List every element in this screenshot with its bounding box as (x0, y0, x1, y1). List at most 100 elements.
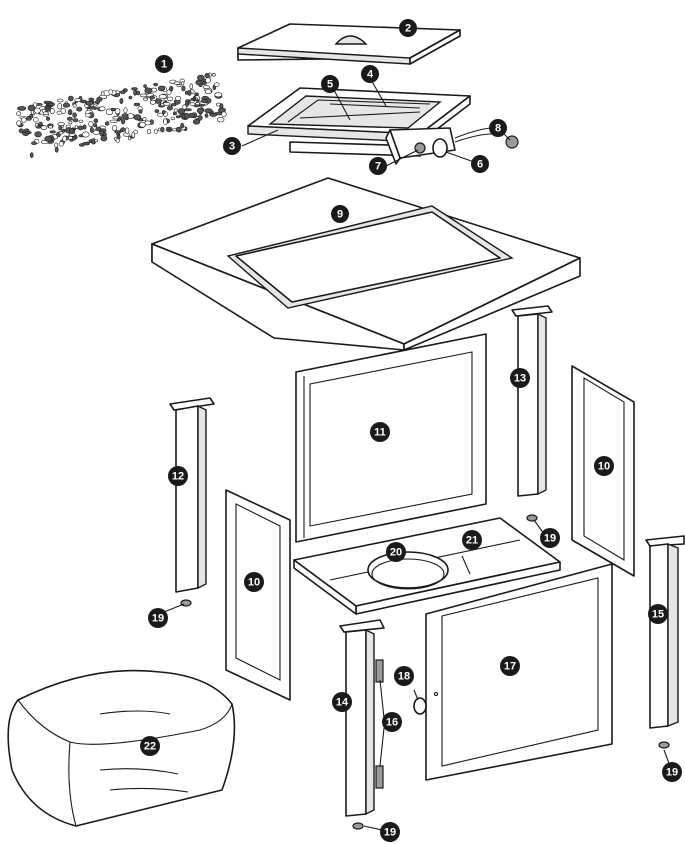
rock (81, 131, 90, 138)
rock (214, 92, 223, 98)
callout-circle (394, 666, 414, 686)
rock (119, 98, 124, 105)
side-panel-left (225, 489, 291, 701)
rock (109, 119, 118, 123)
rock (194, 92, 199, 97)
rock (88, 121, 94, 128)
rock (99, 130, 105, 137)
callout-label: 8 (495, 123, 501, 135)
callout-label: 6 (477, 159, 483, 171)
rock (187, 89, 192, 96)
rock (68, 95, 74, 102)
rock (133, 102, 141, 107)
hinges (375, 659, 385, 789)
callout-circle (594, 456, 614, 476)
rock (204, 108, 213, 114)
rock (216, 102, 221, 107)
callout-label: 15 (652, 609, 664, 621)
rock (58, 125, 63, 131)
rock (170, 116, 176, 121)
callout-1: 1 (155, 55, 173, 73)
callout-label: 7 (375, 161, 381, 173)
callout-11: 11 (370, 422, 390, 442)
rock (114, 130, 122, 134)
rock (202, 85, 210, 89)
callout-19d: 19 (380, 822, 400, 842)
rock (131, 87, 138, 91)
callout-label: 13 (514, 373, 526, 385)
callout-circle (399, 19, 417, 37)
rock (161, 110, 166, 115)
callout-circle (489, 119, 507, 137)
callout-circle (369, 157, 387, 175)
valve-box (385, 127, 519, 165)
rock (149, 95, 155, 100)
leg-front-left (339, 619, 385, 817)
rock (180, 81, 185, 86)
rock (195, 116, 200, 119)
rock (153, 82, 158, 87)
rock (149, 99, 156, 105)
rock (120, 127, 126, 132)
rock (49, 130, 56, 134)
callout-circle (471, 155, 489, 173)
rock (72, 118, 79, 123)
rock (139, 93, 148, 98)
rock (158, 94, 167, 99)
rock (189, 83, 193, 90)
callout-8: 8 (489, 119, 507, 137)
rock (16, 111, 22, 116)
callout-circle (386, 542, 406, 562)
burner-lid (237, 23, 461, 65)
callout-16: 16 (382, 712, 402, 732)
rock (196, 107, 204, 114)
callout-15: 15 (648, 604, 668, 624)
rock (201, 81, 207, 85)
callout-circle (462, 530, 482, 550)
callout-7: 7 (369, 157, 387, 175)
callout-3: 3 (223, 137, 241, 155)
rock (133, 114, 142, 121)
callout-4: 4 (361, 65, 379, 83)
rock (177, 108, 186, 115)
callout-circle (648, 604, 668, 624)
rock (216, 116, 225, 123)
callout-19b: 19 (540, 528, 560, 548)
rock (147, 129, 152, 135)
rock (16, 120, 22, 126)
rock (214, 82, 220, 87)
rock (123, 107, 128, 114)
rock (154, 109, 160, 113)
callout-label: 5 (327, 79, 333, 91)
callout-circle (332, 692, 352, 712)
leader-lines (163, 77, 671, 831)
rock (172, 111, 177, 116)
rock (85, 101, 94, 106)
rock (18, 128, 24, 134)
callout-label: 20 (390, 547, 402, 559)
rock (204, 89, 212, 94)
callout-label: 10 (598, 461, 610, 473)
rock (31, 141, 37, 145)
rock (110, 107, 116, 112)
rock (209, 113, 217, 117)
rock (33, 107, 41, 114)
callout-circle (140, 736, 160, 756)
rock (25, 131, 32, 135)
rock (200, 99, 208, 104)
callout-label: 21 (466, 535, 478, 547)
rock (45, 108, 51, 112)
callout-label: 16 (386, 717, 398, 729)
rock (56, 98, 64, 103)
callout-circle (510, 368, 530, 388)
callout-label: 22 (144, 741, 156, 753)
rock (78, 119, 84, 123)
callout-10a: 10 (594, 456, 614, 476)
rock (158, 85, 166, 92)
callout-20: 20 (386, 542, 406, 562)
rock (153, 128, 158, 134)
rock (190, 97, 196, 101)
fire-glass-rocks (16, 72, 227, 158)
rock (72, 103, 77, 108)
callout-label: 17 (504, 661, 516, 673)
